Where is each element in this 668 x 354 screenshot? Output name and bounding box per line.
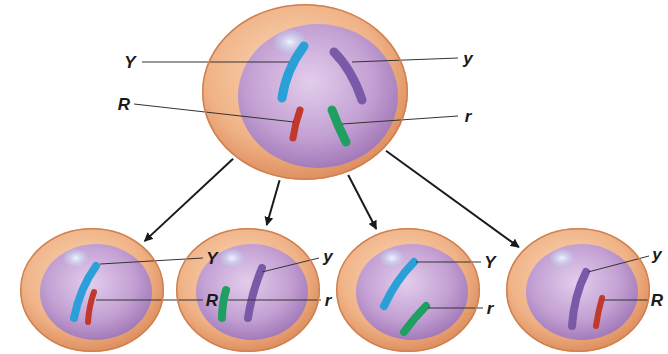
cell-outline bbox=[506, 228, 650, 352]
daughter-cell: YR bbox=[20, 228, 164, 352]
allele-label: R bbox=[651, 292, 663, 309]
division-arrow bbox=[267, 180, 280, 225]
allele-label: y bbox=[652, 246, 661, 263]
leader-lines bbox=[96, 58, 649, 308]
allele-label: R bbox=[206, 292, 218, 309]
parent-cell: YyRr bbox=[202, 4, 408, 180]
cell-outline bbox=[20, 228, 164, 352]
allele-label: R bbox=[118, 96, 130, 113]
allele-label: r bbox=[325, 292, 332, 309]
daughter-cell bbox=[176, 228, 320, 352]
daughter-cell bbox=[336, 228, 480, 352]
daughter-cell bbox=[506, 228, 650, 352]
cell-outline bbox=[202, 4, 408, 180]
allele-label: Y bbox=[124, 54, 135, 71]
allele-label: Y bbox=[484, 254, 495, 271]
daughter-cell: Yr bbox=[336, 228, 480, 352]
allele-label: r bbox=[487, 300, 494, 317]
division-arrow bbox=[386, 151, 519, 247]
daughter-cell: yR bbox=[506, 228, 650, 352]
allele-label: r bbox=[465, 108, 472, 125]
division-arrow bbox=[145, 159, 234, 241]
allele-label: Y bbox=[206, 250, 217, 267]
division-arrow bbox=[348, 175, 376, 229]
parent-cell bbox=[202, 4, 408, 180]
cell-outline bbox=[176, 228, 320, 352]
daughter-cell: yr bbox=[176, 228, 320, 352]
allele-label: y bbox=[463, 50, 472, 67]
cell-outline bbox=[336, 228, 480, 352]
allele-label: y bbox=[323, 248, 332, 265]
daughter-cell bbox=[20, 228, 164, 352]
